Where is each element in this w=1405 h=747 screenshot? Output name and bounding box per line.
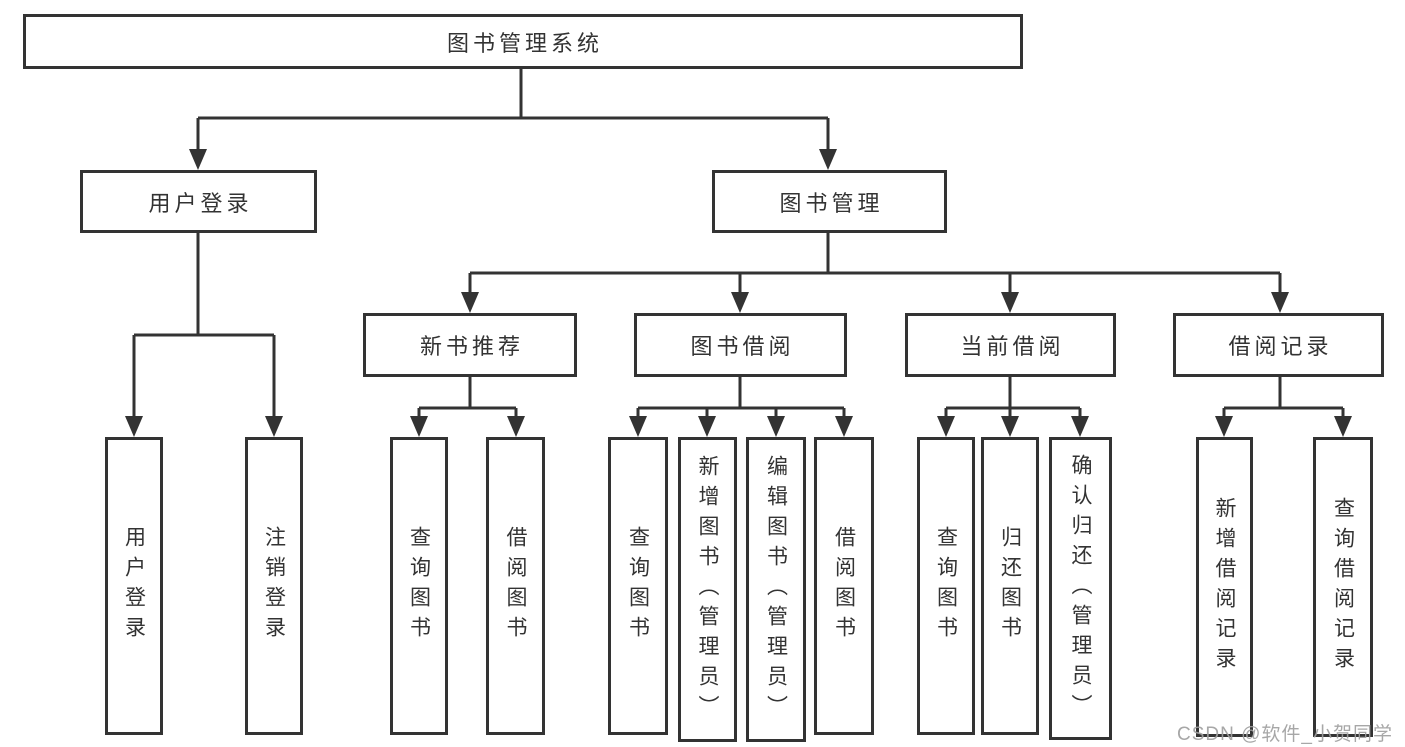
arrow-down-icon xyxy=(937,416,955,437)
node-book-borrow: 图书借阅 xyxy=(634,313,847,377)
leaf-borrow-edit-book: 编辑图书（管理员） xyxy=(746,437,806,742)
leaf-user-login: 用户登录 xyxy=(105,437,163,735)
leaf-records-query-record-label: 查询借阅记录 xyxy=(1331,497,1355,677)
leaf-current-return-book-label: 归还图书 xyxy=(998,526,1022,646)
leaf-records-add-record-label: 新增借阅记录 xyxy=(1213,497,1236,677)
leaf-borrow-query-book-label: 查询图书 xyxy=(626,526,650,646)
arrow-down-icon xyxy=(1001,416,1019,437)
leaf-borrow-edit-book-label: 编辑图书（管理员） xyxy=(764,454,788,725)
arrow-down-icon xyxy=(819,149,837,170)
leaf-logout: 注销登录 xyxy=(245,437,303,735)
leaf-current-query-book-label: 查询图书 xyxy=(934,526,958,646)
arrow-down-icon xyxy=(1001,292,1019,313)
node-user-login: 用户登录 xyxy=(80,170,317,233)
leaf-recommend-query-book-label: 查询图书 xyxy=(407,526,431,646)
arrow-down-icon xyxy=(1271,292,1289,313)
leaf-borrow-add-book: 新增图书（管理员） xyxy=(678,437,737,742)
node-book-borrow-label: 图书借阅 xyxy=(690,334,795,359)
arrow-down-icon xyxy=(835,416,853,437)
arrow-down-icon xyxy=(1334,416,1352,437)
leaf-logout-label: 注销登录 xyxy=(262,526,286,646)
leaf-recommend-query-book: 查询图书 xyxy=(390,437,448,735)
arrow-down-icon xyxy=(461,292,479,313)
node-user-login-label: 用户登录 xyxy=(148,190,253,216)
arrow-down-icon xyxy=(265,416,283,437)
arrow-down-icon xyxy=(189,149,207,170)
arrow-down-icon xyxy=(125,416,143,437)
arrow-down-icon xyxy=(1215,416,1233,437)
node-current-borrow: 当前借阅 xyxy=(905,313,1116,377)
leaf-borrow-borrow-book: 借阅图书 xyxy=(814,437,874,735)
leaf-current-query-book: 查询图书 xyxy=(917,437,975,735)
node-current-borrow-label: 当前借阅 xyxy=(960,334,1065,359)
node-root: 图书管理系统 xyxy=(23,14,1023,69)
node-new-book-recommend-label: 新书推荐 xyxy=(419,334,524,359)
node-borrow-records: 借阅记录 xyxy=(1173,313,1384,377)
node-book-management: 图书管理 xyxy=(712,170,947,233)
arrow-down-icon xyxy=(629,416,647,437)
leaf-recommend-borrow-book: 借阅图书 xyxy=(486,437,545,735)
arrow-down-icon xyxy=(1071,416,1089,437)
arrow-down-icon xyxy=(507,416,525,437)
arrow-down-icon xyxy=(410,416,428,437)
leaf-current-return-book: 归还图书 xyxy=(981,437,1039,735)
arrow-down-icon xyxy=(767,416,785,437)
leaf-borrow-add-book-label: 新增图书（管理员） xyxy=(696,454,719,725)
node-book-management-label: 图书管理 xyxy=(779,190,884,216)
leaf-user-login-label: 用户登录 xyxy=(122,526,146,646)
node-new-book-recommend: 新书推荐 xyxy=(363,313,577,377)
leaf-current-confirm-return-label: 确认归还（管理员） xyxy=(1069,453,1092,724)
arrow-down-icon xyxy=(698,416,716,437)
watermark: CSDN @软件_小贺同学 xyxy=(1177,724,1393,745)
leaf-records-query-record: 查询借阅记录 xyxy=(1313,437,1373,737)
arrow-down-icon xyxy=(731,292,749,313)
leaf-borrow-borrow-book-label: 借阅图书 xyxy=(832,526,856,646)
leaf-current-confirm-return: 确认归还（管理员） xyxy=(1049,437,1112,740)
node-root-label: 图书管理系统 xyxy=(446,30,603,56)
leaf-records-add-record: 新增借阅记录 xyxy=(1196,437,1253,737)
node-borrow-records-label: 借阅记录 xyxy=(1228,334,1333,359)
leaf-borrow-query-book: 查询图书 xyxy=(608,437,668,735)
leaf-recommend-borrow-book-label: 借阅图书 xyxy=(504,526,527,646)
